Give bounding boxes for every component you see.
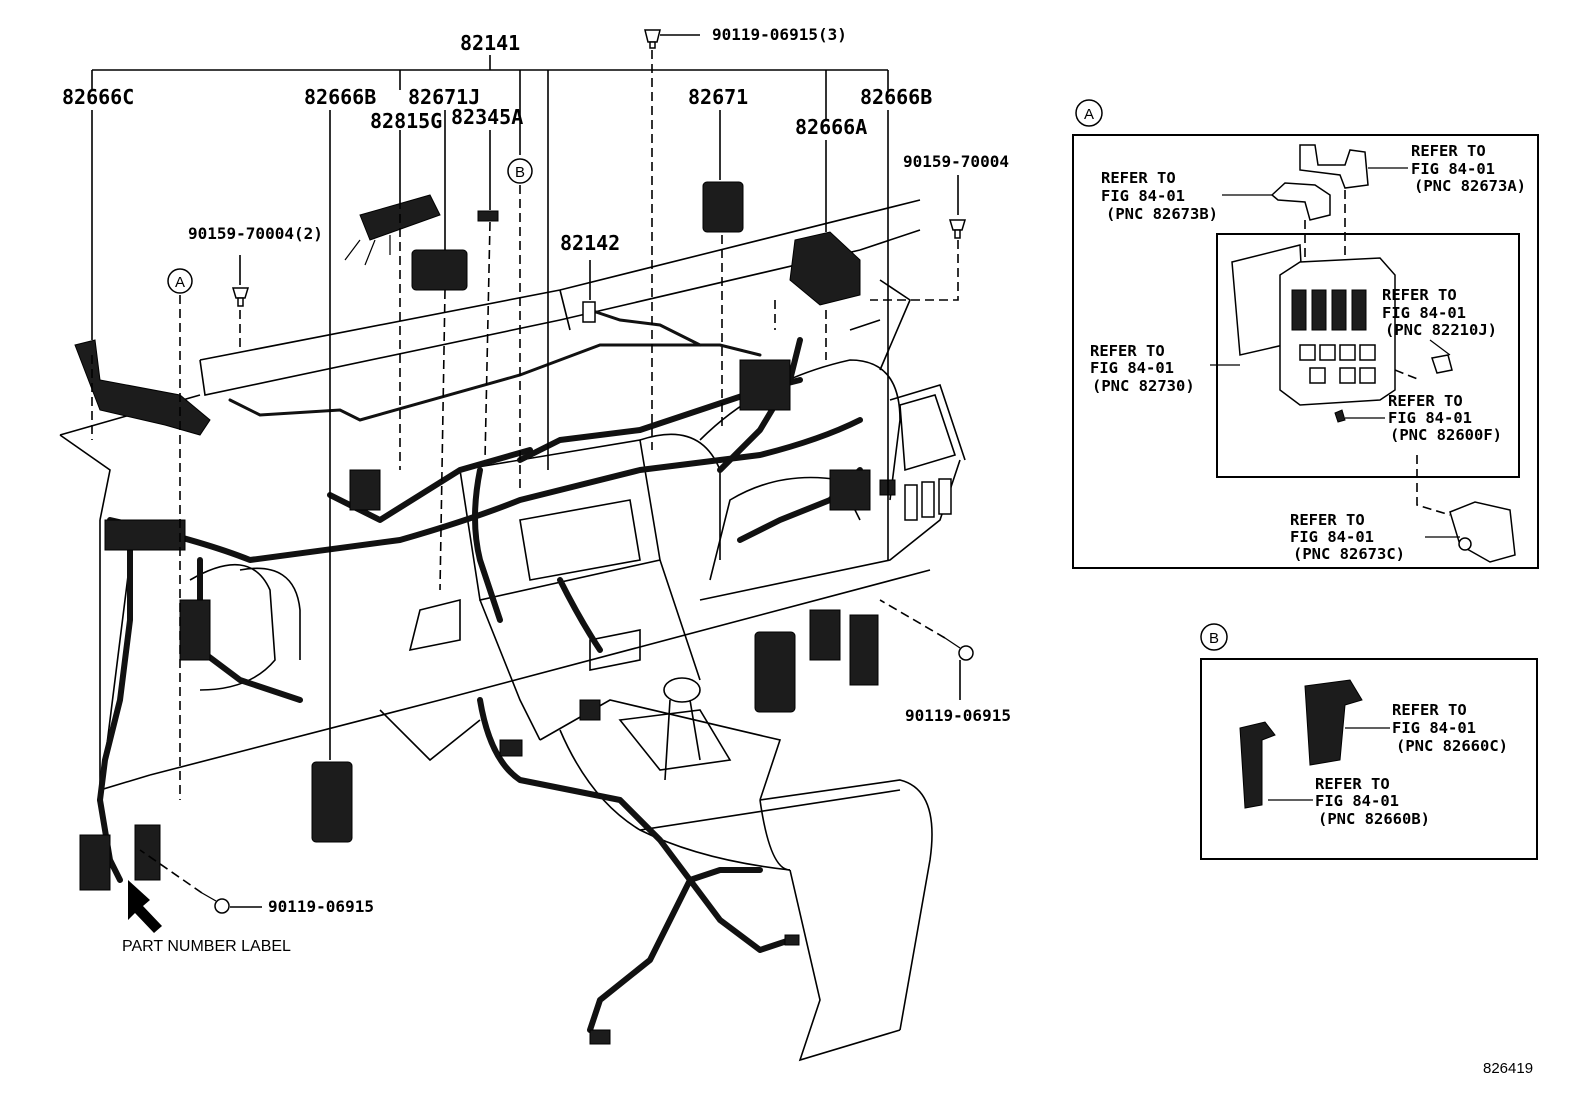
bolt-icon (201, 892, 230, 914)
inset-b: B REFER TO FIG 84-01 (PNC 82660C) REFER … (1200, 623, 1538, 860)
svg-text:A: A (175, 274, 185, 291)
svg-text:(PNC 82660C): (PNC 82660C) (1396, 737, 1508, 755)
label-82666c: 82666C (62, 85, 134, 109)
label-82671: 82671 (688, 85, 748, 109)
svg-text:REFER TO: REFER TO (1090, 342, 1165, 360)
bolts (201, 29, 974, 914)
inset-a: A REFER (1072, 99, 1539, 569)
label-90119-06915-3: 90119-06915(3) (712, 25, 847, 44)
svg-text:REFER TO: REFER TO (1101, 169, 1176, 187)
relay-block-82666c (74, 339, 211, 436)
leader-lines (91, 34, 961, 908)
callout-a-main: A (167, 268, 193, 294)
svg-text:REFER TO: REFER TO (1392, 701, 1467, 719)
label-82671j: 82671J (408, 85, 480, 109)
svg-text:FIG 84-01: FIG 84-01 (1315, 792, 1399, 810)
svg-text:(PNC 82673C): (PNC 82673C) (1293, 545, 1405, 563)
svg-text:REFER TO: REFER TO (1388, 392, 1463, 410)
svg-text:REFER TO: REFER TO (1382, 286, 1457, 304)
label-82666a: 82666A (795, 115, 867, 139)
svg-text:(PNC 82210J): (PNC 82210J) (1385, 321, 1497, 339)
figure-id: 826419 (1483, 1060, 1533, 1077)
svg-text:FIG 84-01: FIG 84-01 (1392, 719, 1476, 737)
part-number-label-note: PART NUMBER LABEL (122, 938, 291, 955)
label-90119-06915-bottom: 90119-06915 (268, 897, 374, 916)
svg-text:B: B (1209, 630, 1219, 647)
part-number-labels: 82141 90119-06915(3) 82666C 82666B 82671… (62, 25, 1533, 1077)
svg-text:FIG 84-01: FIG 84-01 (1090, 359, 1174, 377)
svg-text:FIG 84-01: FIG 84-01 (1382, 304, 1466, 322)
callout-b-main: B (507, 158, 533, 184)
wire-harness (97, 308, 863, 1033)
label-82666b-right: 82666B (860, 85, 932, 109)
svg-text:B: B (515, 164, 525, 181)
bolt-icon (644, 29, 661, 49)
svg-text:A: A (1084, 106, 1094, 123)
svg-text:FIG 84-01: FIG 84-01 (1101, 187, 1185, 205)
svg-text:FIG 84-01: FIG 84-01 (1388, 409, 1472, 427)
svg-text:REFER TO: REFER TO (1315, 775, 1390, 793)
bolt-icon (944, 637, 974, 661)
svg-text:FIG 84-01: FIG 84-01 (1290, 528, 1374, 546)
label-90159-70004-2: 90159-70004(2) (188, 224, 323, 243)
svg-text:(PNC 82673A): (PNC 82673A) (1414, 177, 1526, 195)
label-90119-06915-right: 90119-06915 (905, 706, 1011, 725)
svg-text:FIG 84-01: FIG 84-01 (1411, 160, 1495, 178)
svg-text:(PNC 82660B): (PNC 82660B) (1318, 810, 1430, 828)
svg-text:REFER TO: REFER TO (1411, 142, 1486, 160)
label-82666b-left: 82666B (304, 85, 376, 109)
bolt-icon (231, 287, 250, 307)
label-82142: 82142 (560, 231, 620, 255)
components (74, 181, 952, 1045)
label-82141: 82141 (460, 31, 520, 55)
label-82345a: 82345A (451, 105, 523, 129)
svg-text:(PNC 82673B): (PNC 82673B) (1106, 205, 1218, 223)
arrow-icon (128, 880, 162, 933)
svg-text:(PNC 82600F): (PNC 82600F) (1390, 426, 1502, 444)
svg-text:REFER TO: REFER TO (1290, 511, 1365, 529)
label-82815g: 82815G (370, 109, 442, 133)
svg-text:(PNC 82730): (PNC 82730) (1092, 377, 1195, 395)
bolt-icon (948, 219, 967, 239)
label-90159-70004: 90159-70004 (903, 152, 1009, 171)
